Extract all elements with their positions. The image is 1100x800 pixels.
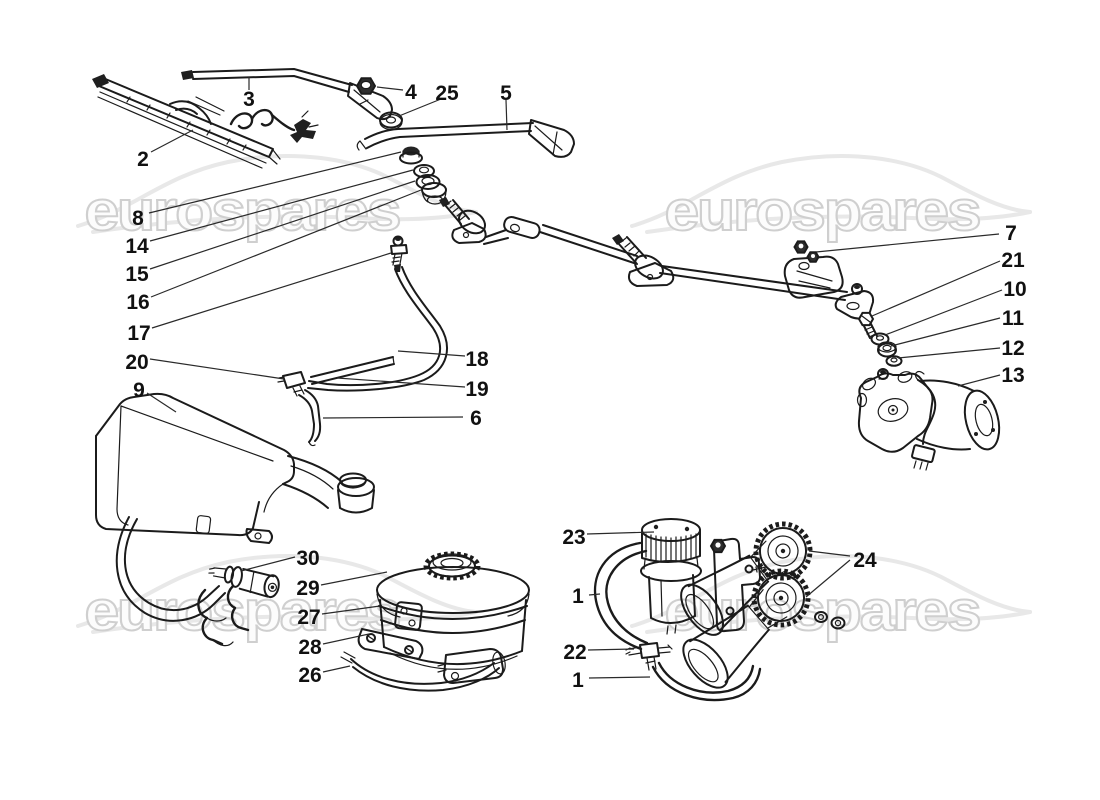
part-number-28: 28 xyxy=(298,636,322,659)
part-number-23: 23 xyxy=(562,526,585,549)
part-number-8: 8 xyxy=(132,207,144,230)
leader-line-27 xyxy=(321,605,381,615)
part-number-12: 12 xyxy=(1001,337,1024,360)
leader-line-15 xyxy=(149,180,416,270)
leader-line-8 xyxy=(148,151,402,214)
horn-washers xyxy=(814,611,846,630)
part-number-7: 7 xyxy=(1005,222,1017,245)
watermark-text: eurospares xyxy=(665,179,980,243)
arm-nut xyxy=(355,77,377,95)
air-hose-lower xyxy=(651,661,762,702)
leader-line-12 xyxy=(897,347,1001,359)
watermark-layer: eurospares eurospares eurospares eurospa… xyxy=(76,153,1032,644)
part-number-5: 5 xyxy=(500,82,512,105)
leader-line-2 xyxy=(150,129,194,153)
hose-tee-connector xyxy=(625,642,673,671)
part-number-24: 24 xyxy=(853,549,877,572)
wiper-arm-left xyxy=(181,68,393,121)
leader-line-6 xyxy=(322,416,464,419)
leader-line-25 xyxy=(398,98,442,117)
part-number-1: 1 xyxy=(572,669,584,692)
tank-hose xyxy=(115,516,226,622)
reservoir-hose xyxy=(340,651,500,692)
leader-line-10 xyxy=(884,289,1003,336)
part-number-19: 19 xyxy=(465,378,488,401)
part-number-27: 27 xyxy=(297,606,320,629)
leader-line-14 xyxy=(149,169,414,242)
part-number-21: 21 xyxy=(1001,249,1025,272)
wiper-linkage xyxy=(483,215,875,320)
leader-line-18 xyxy=(397,350,466,357)
part-number-4: 4 xyxy=(405,81,417,104)
part-number-14: 14 xyxy=(125,235,149,258)
part-number-2: 2 xyxy=(137,148,149,171)
leader-line-17 xyxy=(151,252,392,329)
horn-compressor xyxy=(640,518,702,635)
part-number-22: 22 xyxy=(563,641,586,664)
leader-line-24 xyxy=(808,550,851,557)
part-number-18: 18 xyxy=(465,348,489,371)
linkage-nuts xyxy=(793,240,820,263)
leader-line-11 xyxy=(890,317,1001,347)
part-number-25: 25 xyxy=(435,82,459,105)
part-number-30: 30 xyxy=(296,547,319,570)
mounting-bolt-stack xyxy=(857,311,903,367)
horn-bracket xyxy=(709,537,767,633)
leader-line-9 xyxy=(146,392,177,413)
reservoir-bracket xyxy=(357,628,424,660)
leader-line-13 xyxy=(957,374,1001,387)
leader-line-7 xyxy=(815,233,1000,253)
part-number-1: 1 xyxy=(572,585,584,608)
part-number-20: 20 xyxy=(125,351,148,374)
part-number-15: 15 xyxy=(125,263,149,286)
part-number-11: 11 xyxy=(1002,307,1025,330)
leader-line-21 xyxy=(871,260,1001,317)
leader-line-29 xyxy=(320,571,388,586)
part-number-16: 16 xyxy=(126,291,149,314)
part-number-26: 26 xyxy=(298,664,321,687)
part-number-3: 3 xyxy=(243,88,255,111)
air-hose-upper xyxy=(593,541,649,651)
leader-line-22 xyxy=(587,648,635,651)
part-number-6: 6 xyxy=(470,407,482,430)
leader-line-19 xyxy=(336,377,466,388)
wiper-motor xyxy=(856,368,1001,471)
wiring-harness-squiggle xyxy=(229,108,319,143)
leader-line-24 xyxy=(805,559,851,598)
part-number-13: 13 xyxy=(1001,364,1024,387)
leader-line-23 xyxy=(586,531,655,535)
leader-line-4 xyxy=(376,86,404,91)
wiper-blade xyxy=(92,74,281,169)
watermark-text: eurospares xyxy=(665,579,980,643)
part-number-9: 9 xyxy=(133,379,145,402)
wiper-arm-right xyxy=(356,119,575,158)
leader-line-16 xyxy=(150,189,422,298)
leader-line-20 xyxy=(149,358,285,380)
washer-hose-and-fittings xyxy=(277,266,448,447)
arm-washer xyxy=(379,111,403,131)
leader-line-1 xyxy=(588,593,601,596)
washer-tank xyxy=(95,392,375,544)
washer-pump xyxy=(208,565,280,599)
hose-clip xyxy=(197,584,250,647)
pivot-grommet-stack xyxy=(399,146,487,244)
part-number-10: 10 xyxy=(1003,278,1026,301)
leader-line-30 xyxy=(240,556,296,572)
fluid-reservoir xyxy=(376,551,530,684)
leader-line-28 xyxy=(322,633,370,645)
part-number-17: 17 xyxy=(127,322,150,345)
leader-line-5 xyxy=(505,99,508,131)
leader-line-1 xyxy=(588,676,651,679)
leader-line-26 xyxy=(322,665,351,673)
artwork-layer xyxy=(92,68,1001,702)
part-number-29: 29 xyxy=(296,577,319,600)
